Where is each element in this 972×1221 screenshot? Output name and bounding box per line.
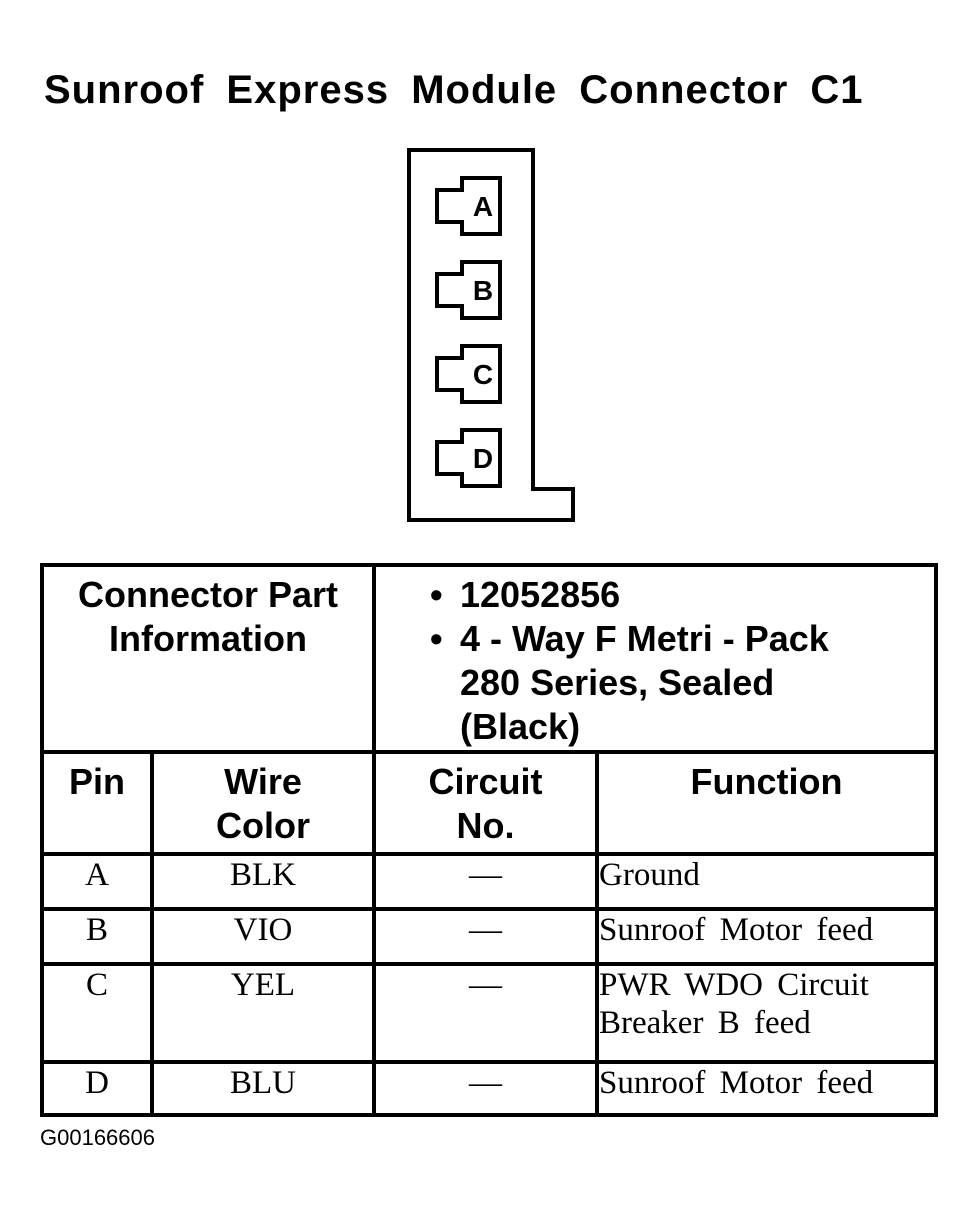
wire-color-cell: BLU (149, 1060, 377, 1117)
table-row: A BLK — Ground (40, 852, 939, 911)
header-circuit-no: Circuit No. (372, 750, 600, 856)
pin-cavity-b: B (435, 260, 502, 320)
pin-cell: A (40, 852, 154, 911)
circuit-cell: — (372, 852, 600, 911)
table-row: C YEL — PWR WDO Circuit Breaker B feed (40, 962, 939, 1064)
wire-color-cell: BLK (149, 852, 377, 911)
pin-label-d: D (473, 443, 493, 474)
pin-label-b: B (473, 275, 493, 306)
part-info-value-cell: • 12052856 • 4 - Way F Metri - Pack 280 … (372, 563, 939, 754)
circuit-cell: — (372, 1060, 600, 1117)
column-header-row: Pin Wire Color Circuit No. Function (40, 750, 939, 856)
pin-cavity-c: C (435, 344, 502, 404)
diagram-title: Sunroof Express Module Connector C1 (44, 68, 864, 112)
connector-c1-face-view: A B C D (407, 148, 575, 522)
header-pin: Pin (40, 750, 154, 856)
part-info-label-cell: Connector Part Information (39, 563, 377, 754)
pin-label-a: A (473, 191, 493, 222)
connector-housing-outline (407, 148, 575, 522)
part-info-label: Connector Part Information (77, 574, 339, 659)
function-cell: Sunroof Motor feed (595, 907, 939, 966)
function-cell: Ground (595, 852, 939, 911)
circuit-cell: — (372, 962, 600, 1064)
function-cell: PWR WDO Circuit Breaker B feed (595, 962, 939, 1064)
connector-info-table: Connector Part Information • 12052856 • … (39, 563, 939, 1117)
pin-cell: B (40, 907, 154, 966)
pin-cell: C (40, 962, 154, 1064)
table-row: B VIO — Sunroof Motor feed (40, 907, 939, 966)
header-function: Function (595, 750, 939, 856)
table-row: D BLU — Sunroof Motor feed (40, 1060, 939, 1117)
circuit-cell: — (372, 907, 600, 966)
pin-label-c: C (473, 359, 493, 390)
part-info-list: • 12052856 • 4 - Way F Metri - Pack 280 … (376, 567, 934, 749)
header-wire-color: Wire Color (149, 750, 377, 856)
function-cell: Sunroof Motor feed (595, 1060, 939, 1117)
pin-cavity-a: A (435, 176, 502, 236)
connector-type-item: • 4 - Way F Metri - Pack 280 Series, Sea… (430, 618, 829, 747)
pin-cavity-d: D (435, 428, 502, 488)
pin-cell: D (40, 1060, 154, 1117)
wire-color-cell: YEL (149, 962, 377, 1064)
wire-color-cell: VIO (149, 907, 377, 966)
figure-code: G00166606 (40, 1125, 155, 1150)
part-number-item: • 12052856 (430, 574, 621, 615)
part-info-row: Connector Part Information • 12052856 • … (39, 563, 939, 754)
